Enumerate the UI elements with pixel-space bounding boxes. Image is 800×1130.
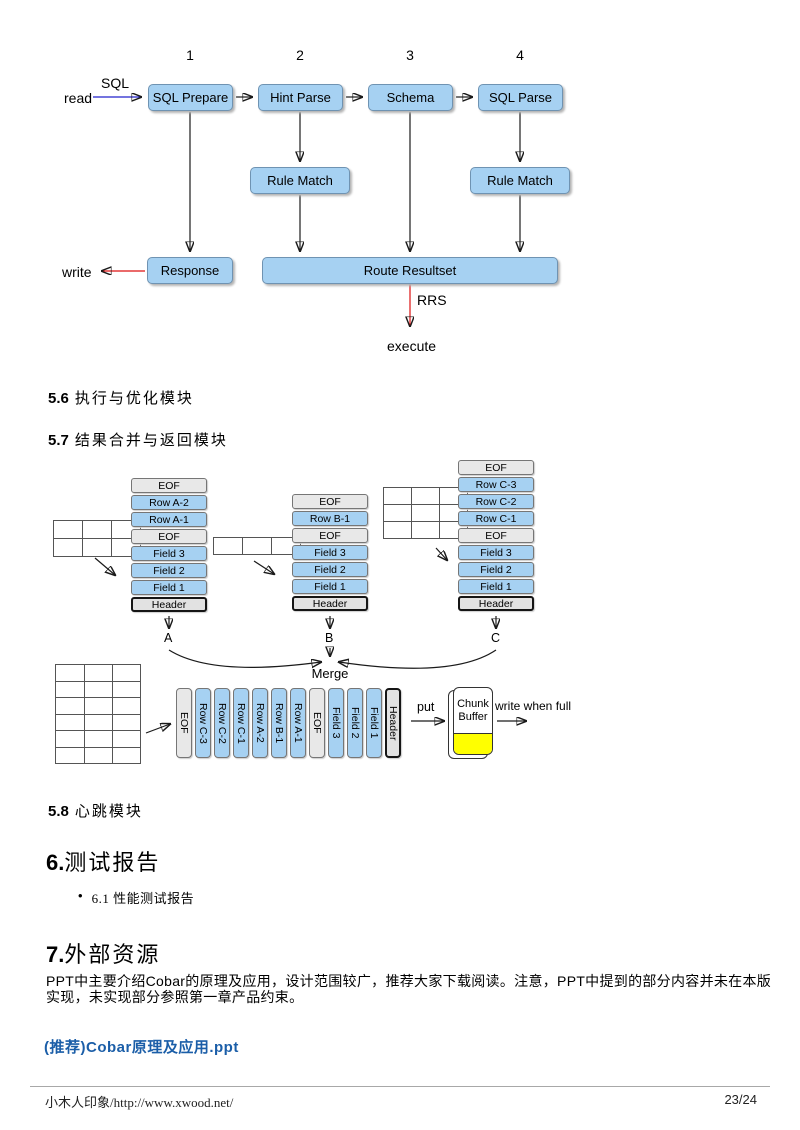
packet-cell: Row B-1	[292, 511, 368, 526]
packet-cell: Field 3	[131, 546, 207, 561]
put-label: put	[417, 700, 435, 714]
packet-cell: EOF	[176, 688, 192, 758]
packet-cell: Field 3	[328, 688, 344, 758]
list-item-label: 6.1 性能测试报告	[91, 891, 195, 906]
flow-box-rule-match-left: Rule Match	[250, 167, 350, 194]
stream-label-c: C	[491, 631, 501, 645]
execute-label: execute	[387, 338, 437, 354]
packet-cell: Row C-3	[195, 688, 211, 758]
packet-cell: EOF	[292, 494, 368, 509]
section-title: 测试报告	[64, 850, 161, 875]
packet-cell-header: Header	[292, 596, 368, 611]
packet-cell: EOF	[458, 528, 534, 543]
step-number-3: 3	[406, 47, 414, 63]
packet-stack-c: EOF Row C-3 Row C-2 Row C-1 EOF Field 3 …	[458, 460, 534, 611]
result-table-grid-large	[55, 664, 141, 764]
packet-cell-header: Header	[458, 596, 534, 611]
section-7-paragraph: PPT中主要介绍Cobar的原理及应用，设计范围较广，推荐大家下载阅读。注意，P…	[46, 973, 772, 1005]
section-number: 6.	[46, 850, 65, 875]
packet-cell: Field 3	[458, 545, 534, 560]
packet-cell: Row C-1	[233, 688, 249, 758]
packet-cell: Row A-2	[252, 688, 268, 758]
packet-cell: Field 1	[131, 580, 207, 595]
packet-stack-a: EOF Row A-2 Row A-1 EOF Field 3 Field 2 …	[131, 478, 207, 612]
result-table-grid-c	[383, 487, 468, 539]
rrs-label: RRS	[417, 292, 447, 308]
packet-cell: Field 1	[458, 579, 534, 594]
packet-cell: EOF	[309, 688, 325, 758]
section-title: 外部资源	[64, 942, 161, 967]
flow-box-schema: Schema	[368, 84, 453, 111]
merge-diagram-connectors	[94, 547, 526, 734]
list-item-6-1: 6.1 性能测试报告	[78, 888, 194, 907]
flow-box-rule-match-right: Rule Match	[470, 167, 570, 194]
packet-cell: Row C-2	[458, 494, 534, 509]
flow-box-hint-parse: Hint Parse	[258, 84, 343, 111]
footer-divider	[30, 1086, 770, 1087]
chunk-buffer-label: Chunk Buffer	[457, 697, 489, 723]
flow-diagram-connectors	[93, 97, 520, 326]
section-title: 结果合并与返回模块	[74, 433, 228, 449]
chunk-buffer: Chunk Buffer	[453, 687, 493, 755]
merged-packet-row: EOF Row C-3 Row C-2 Row C-1 Row A-2 Row …	[176, 688, 401, 758]
stream-label-b: B	[325, 631, 334, 645]
flow-box-route-resultset: Route Resultset	[262, 257, 558, 284]
stream-label-a: A	[164, 631, 173, 645]
step-number-4: 4	[516, 47, 524, 63]
packet-cell: Field 1	[292, 579, 368, 594]
result-table-grid-b	[213, 537, 301, 555]
section-title: 执行与优化模块	[74, 391, 194, 407]
flow-box-sql-prepare: SQL Prepare	[148, 84, 233, 111]
packet-cell: Row B-1	[271, 688, 287, 758]
result-table-grid-a	[53, 520, 141, 557]
step-number-2: 2	[296, 47, 304, 63]
packet-cell: EOF	[131, 478, 207, 493]
footer-page-number: 23/24	[724, 1092, 757, 1107]
write-when-full-label: write when full	[495, 699, 572, 713]
flow-box-sql-parse: SQL Parse	[478, 84, 563, 111]
packet-cell: Field 2	[131, 563, 207, 578]
packet-cell: Field 2	[292, 562, 368, 577]
section-heading-6: 6.测试报告	[46, 845, 160, 877]
chunk-buffer-fill	[454, 733, 492, 754]
section-number: 7.	[46, 942, 65, 967]
ppt-download-link[interactable]: (推荐)Cobar原理及应用.ppt	[44, 1039, 239, 1056]
section-number: 5.6	[48, 390, 69, 407]
packet-cell: Row A-1	[131, 512, 207, 527]
read-label: read	[64, 90, 93, 106]
section-title: 心跳模块	[74, 804, 143, 820]
section-heading-7: 7.外部资源	[46, 937, 160, 969]
packet-cell: EOF	[131, 529, 207, 544]
section-heading-5-7: 5.7 结果合并与返回模块	[48, 429, 228, 450]
packet-cell-header: Header	[131, 597, 207, 612]
packet-cell: Row C-1	[458, 511, 534, 526]
sql-label: SQL	[101, 75, 130, 91]
packet-cell: Row C-3	[458, 477, 534, 492]
packet-cell: Field 2	[347, 688, 363, 758]
merge-label: Merge	[311, 666, 349, 681]
packet-cell: Row C-2	[214, 688, 230, 758]
section-heading-5-8: 5.8 心跳模块	[48, 800, 143, 821]
packet-cell: Field 2	[458, 562, 534, 577]
write-label: write	[62, 264, 92, 280]
packet-cell: EOF	[458, 460, 534, 475]
section-heading-5-6: 5.6 执行与优化模块	[48, 387, 194, 408]
packet-cell: EOF	[292, 528, 368, 543]
packet-cell-header: Header	[385, 688, 401, 758]
footer-site-text: 小木人印象/http://www.xwood.net/	[45, 1095, 234, 1110]
packet-cell: Field 1	[366, 688, 382, 758]
packet-cell: Row A-2	[131, 495, 207, 510]
step-number-1: 1	[186, 47, 194, 63]
flow-box-response: Response	[147, 257, 233, 284]
section-number: 5.8	[48, 803, 69, 820]
packet-stack-b: EOF Row B-1 EOF Field 3 Field 2 Field 1 …	[292, 494, 368, 611]
packet-cell: Row A-1	[290, 688, 306, 758]
packet-cell: Field 3	[292, 545, 368, 560]
section-number: 5.7	[48, 432, 69, 449]
